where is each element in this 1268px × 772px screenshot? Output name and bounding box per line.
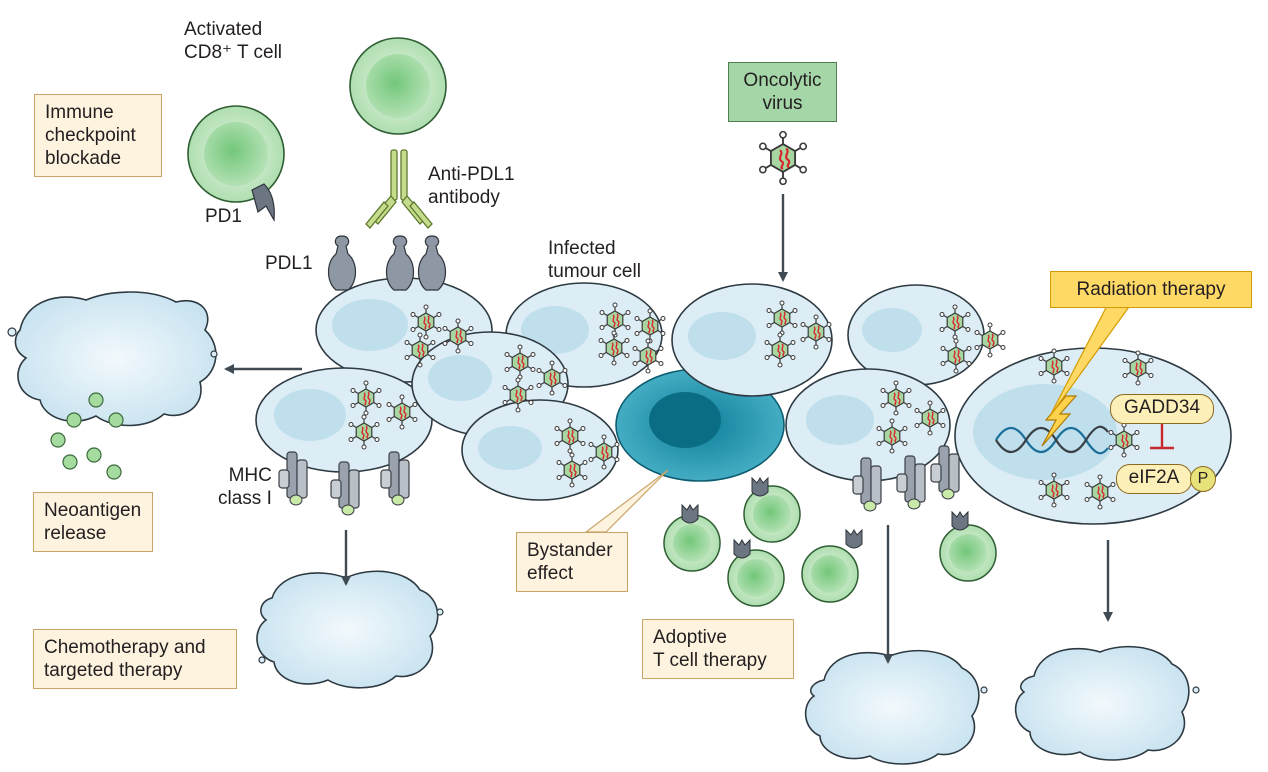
gadd34-pill: GADD34 xyxy=(1110,394,1214,424)
pd1-label: PD1 xyxy=(205,206,242,227)
tumour-cell xyxy=(461,399,619,501)
anti-pdl1-antibody-label: Anti-PDL1 antibody xyxy=(428,164,515,208)
tumour-cell xyxy=(255,367,433,473)
arrows xyxy=(224,194,1113,664)
t-cell-top xyxy=(349,37,447,135)
anti-pdl1-antibody xyxy=(365,149,433,229)
tumour-cell xyxy=(671,283,833,397)
chemotherapy-box: Chemotherapy and targeted therapy xyxy=(33,629,237,689)
adoptive-t-cell-therapy-box: Adoptive T cell therapy xyxy=(642,619,794,679)
radiation-therapy-box: Radiation therapy xyxy=(1050,271,1252,308)
neoantigen-particles xyxy=(50,392,124,480)
radiation-bolt-icon xyxy=(1041,395,1078,447)
pdl1-label: PDL1 xyxy=(265,253,313,274)
phosphate-badge: P xyxy=(1190,466,1216,492)
eif2a-pill: eIF2A xyxy=(1116,464,1192,494)
lysed-cell-chemo xyxy=(256,570,444,689)
activated-cd8-t-cell xyxy=(187,105,285,222)
infected-tumour-cell-label: Infected tumour cell xyxy=(548,238,641,282)
pdl1-receptors xyxy=(327,235,447,291)
neoantigen-release-box: Neoantigen release xyxy=(33,492,153,552)
lysed-cell-neoantigen xyxy=(7,291,218,427)
oncolytic-virus-box: Oncolytic virus xyxy=(728,62,837,122)
bystander-tumour-cell xyxy=(615,368,785,482)
lysed-cell-adoptive xyxy=(804,649,988,765)
lysed-cell-radiation xyxy=(1014,645,1200,761)
oncolytic-virus-icon xyxy=(758,130,808,186)
callout-pointers xyxy=(584,299,1136,533)
immune-checkpoint-blockade-box: Immune checkpoint blockade xyxy=(34,94,162,177)
tumour-cell xyxy=(785,368,951,482)
bystander-effect-box: Bystander effect xyxy=(516,532,628,592)
dna-helix xyxy=(995,425,1109,455)
activated-cd8-t-cell-label: Activated CD8⁺ T cell xyxy=(184,19,283,63)
inhibition-mark xyxy=(1150,422,1174,450)
adoptive-t-cells xyxy=(663,477,997,607)
mhc-class-i-label: MHC class I xyxy=(218,465,272,509)
